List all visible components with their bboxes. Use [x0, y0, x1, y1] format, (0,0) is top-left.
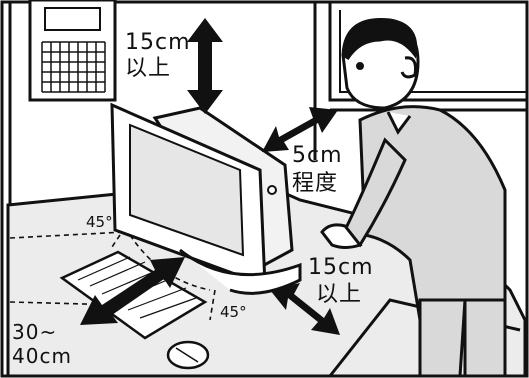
- mouse-icon: [166, 340, 210, 370]
- calendar-icon: [28, 0, 117, 102]
- top-clearance-arrow: [187, 18, 223, 114]
- side-clearance-suffix: 以上: [316, 282, 363, 307]
- tilt-angle-left-label: 45°: [86, 213, 113, 231]
- person: [320, 17, 507, 378]
- clearance-arrows: [80, 18, 340, 335]
- monitor: [110, 102, 302, 295]
- viewing-distance-label-line1: 30~: [12, 320, 58, 344]
- top-clearance-value: 15cm: [125, 30, 191, 55]
- viewing-distance-arrow: [80, 257, 185, 325]
- top-clearance-suffix: 以上: [125, 56, 172, 81]
- side-clearance-arrow: [270, 283, 340, 335]
- tilt-angle-right-label: 45°: [220, 303, 247, 321]
- side-clearance-value: 15cm: [308, 255, 374, 280]
- back-clearance-value: 5cm: [292, 143, 343, 168]
- back-clearance-suffix: 程度: [292, 171, 339, 196]
- rear-clearance-arrow: [262, 107, 338, 152]
- viewing-angle-guides: [9, 231, 216, 321]
- viewing-distance-label-line2: 40cm: [12, 344, 72, 368]
